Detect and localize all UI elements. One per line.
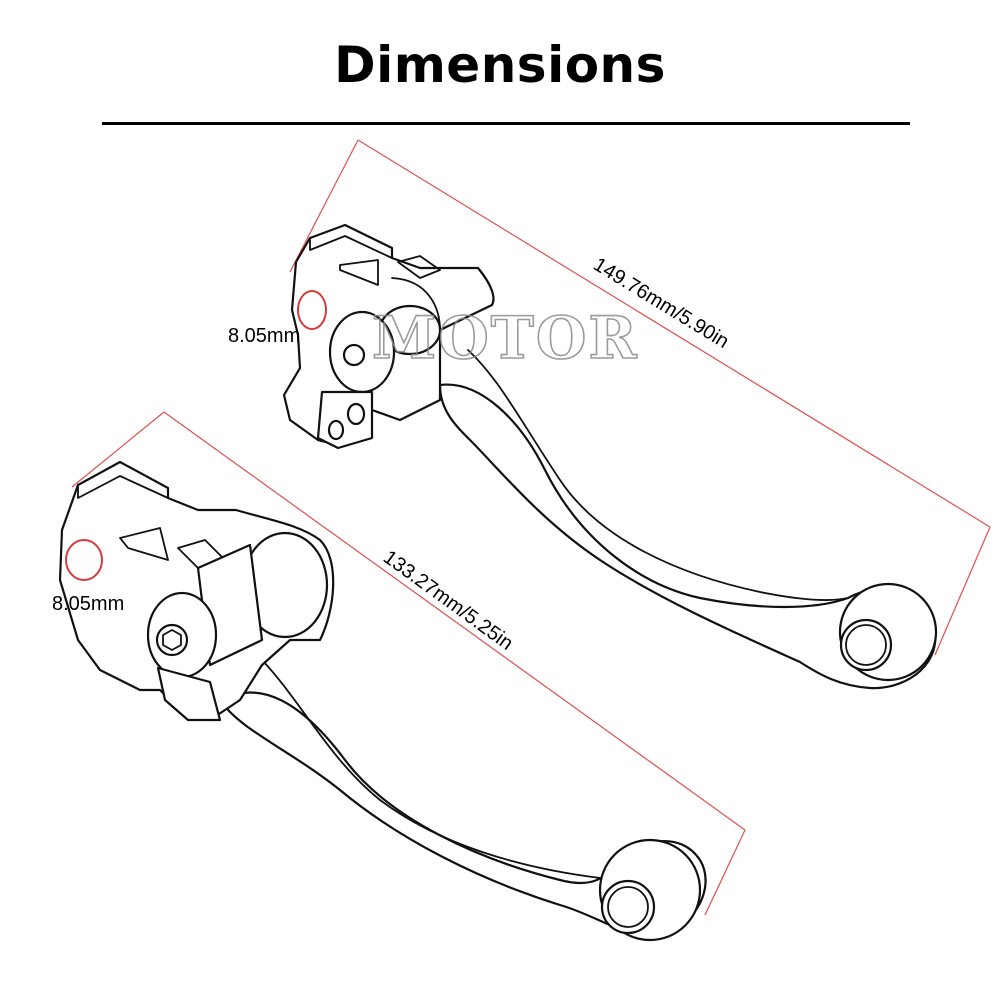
upper-lever: 8.05mm 149.76mm/5.90in [228,139,991,690]
title-divider [102,122,910,125]
lower-lever: 8.05mm 133.27mm/5.25in [52,411,746,942]
lower-adjuster-hole [65,539,103,581]
upper-lever-blade [438,383,937,690]
lower-length-dimension-label: 133.27mm/5.25in [379,546,517,655]
page-title: Dimensions [334,36,666,94]
upper-length-dimension [289,139,991,656]
upper-adjuster-hole [297,290,327,330]
upper-hole-dimension-label: 8.05mm [228,325,300,347]
lower-hole-dimension-label: 8.05mm [52,593,124,615]
lower-length-dimension [71,411,746,916]
watermark: MOTOR [372,304,639,372]
